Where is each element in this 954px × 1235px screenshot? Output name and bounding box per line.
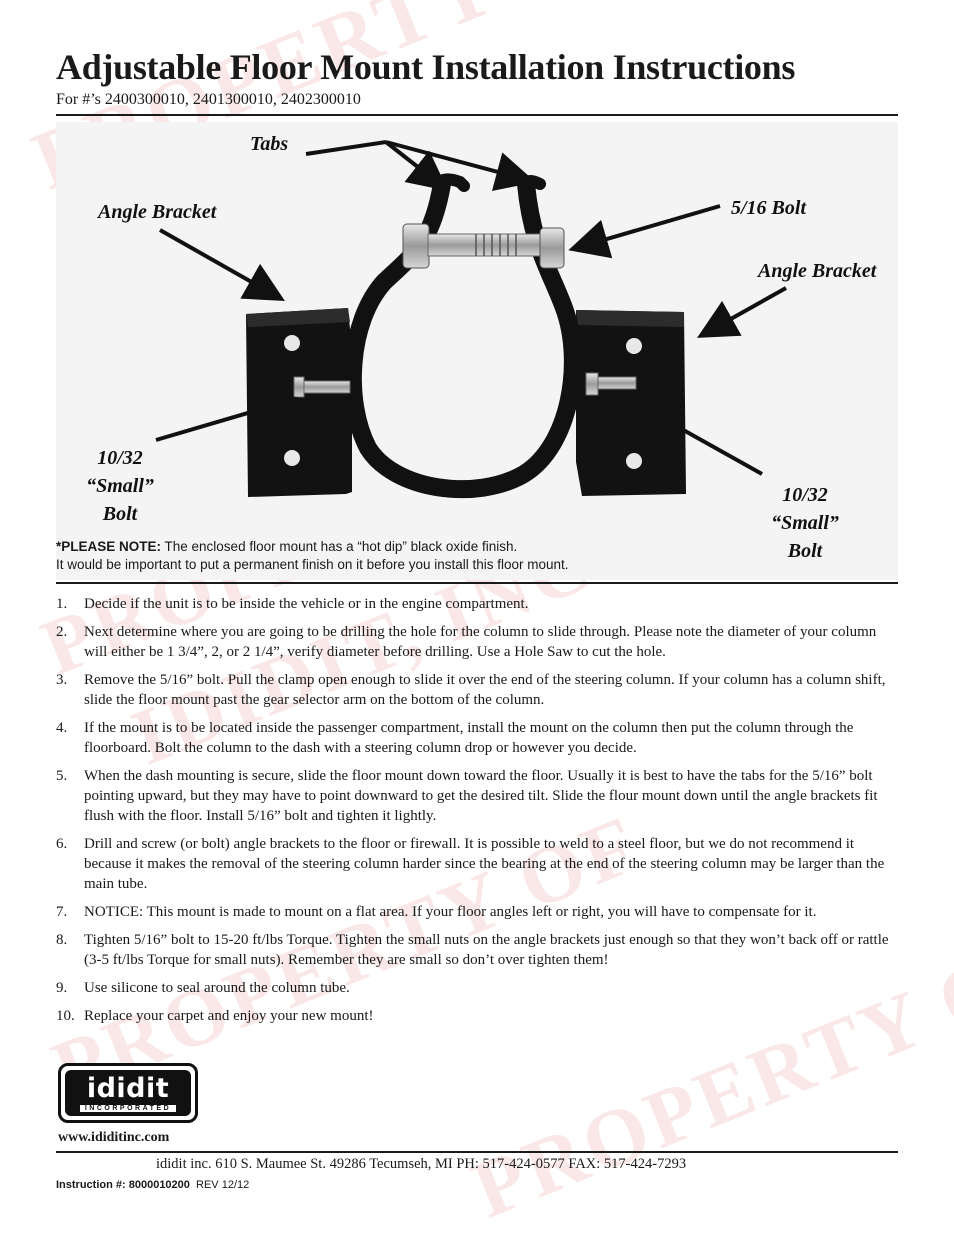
step-number: 3. — [56, 672, 68, 688]
step-number: 8. — [56, 932, 68, 948]
photo-background — [56, 122, 898, 580]
instruction-number: Instruction #: 8000010200 REV 12/12 — [56, 1179, 249, 1191]
revision: REV 12/12 — [196, 1179, 250, 1191]
floor-mount-photo — [56, 122, 898, 580]
step-number: 5. — [56, 768, 68, 784]
section-rule — [56, 582, 898, 584]
label-small-bolt-right-line2: “Small” — [771, 512, 839, 534]
step-number: 2. — [56, 624, 68, 640]
step-number: 7. — [56, 904, 68, 920]
step-item: 1. Decide if the unit is to be inside the… — [56, 594, 898, 614]
label-small-bolt-left-line3: Bolt — [102, 503, 138, 525]
website-link[interactable]: www.ididitinc.com — [58, 1130, 170, 1145]
note-line2: It would be important to put a permanent… — [56, 557, 569, 572]
step-text: Drill and screw (or bolt) angle brackets… — [84, 836, 885, 892]
instruction-steps: 1. Decide if the unit is to be inside the… — [56, 594, 898, 1034]
note-line1: The enclosed floor mount has a “hot dip”… — [161, 539, 518, 554]
footer-rule — [56, 1151, 898, 1153]
small-bolt-right — [585, 372, 637, 396]
label-bolt-5-16: 5/16 Bolt — [731, 197, 807, 219]
step-text: Decide if the unit is to be inside the v… — [84, 596, 529, 612]
label-small-bolt-left-line1: 10/32 — [97, 447, 143, 469]
step-text: When the dash mounting is secure, slide … — [84, 768, 878, 824]
step-number: 9. — [56, 980, 68, 996]
small-bolt-left — [293, 376, 351, 398]
company-address: ididit inc. 610 S. Maumee St. 49286 Tecu… — [156, 1156, 687, 1172]
header-rule — [56, 114, 898, 116]
step-number: 6. — [56, 836, 68, 852]
label-tabs: Tabs — [250, 133, 289, 155]
step-item: 4. If the mount is to be located inside t… — [56, 718, 898, 758]
step-item: 6. Drill and screw (or bolt) angle bracke… — [56, 834, 898, 894]
step-text: Use silicone to seal around the column t… — [84, 980, 350, 996]
label-angle-bracket-left: Angle Bracket — [98, 201, 217, 223]
bolt-5-16 — [402, 223, 565, 269]
step-text: NOTICE: This mount is made to mount on a… — [84, 904, 817, 920]
step-text: If the mount is to be located inside the… — [84, 720, 854, 756]
step-item: 3. Remove the 5/16” bolt. Pull the clamp … — [56, 670, 898, 710]
label-small-bolt-right-line1: 10/32 — [782, 484, 828, 506]
step-number: 1. — [56, 596, 68, 612]
step-item: 9. Use silicone to seal around the column… — [56, 978, 898, 998]
label-small-bolt-left-line2: “Small” — [86, 475, 154, 497]
step-text: Replace your carpet and enjoy your new m… — [84, 1008, 374, 1024]
page-title: Adjustable Floor Mount Installation Inst… — [56, 47, 796, 87]
instruction-label: Instruction #: 8000010200 — [56, 1179, 190, 1191]
step-item: 7. NOTICE: This mount is made to mount on… — [56, 902, 898, 922]
step-text: Remove the 5/16” bolt. Pull the clamp op… — [84, 672, 886, 708]
ididit-logo: ididit INCORPORATED — [58, 1063, 198, 1123]
logo-incorporated: INCORPORATED — [79, 1104, 177, 1112]
note-label: *PLEASE NOTE: — [56, 539, 162, 554]
step-item: 8. Tighten 5/16” bolt to 15-20 ft/lbs Tor… — [56, 930, 898, 970]
label-small-bolt-right: 10/32 “Small” Bolt — [762, 481, 848, 565]
step-text: Next determine where you are going to be… — [84, 624, 877, 660]
finish-note: *PLEASE NOTE: The enclosed floor mount h… — [56, 538, 569, 574]
label-small-bolt-left: 10/32 “Small” Bolt — [78, 444, 162, 528]
left-angle-bracket — [246, 308, 352, 497]
part-numbers: For #’s 2400300010, 2401300010, 24023000… — [56, 91, 361, 108]
step-number: 10. — [56, 1008, 75, 1024]
callout-arrows — [155, 140, 787, 476]
right-angle-bracket — [576, 310, 686, 496]
step-item: 5. When the dash mounting is secure, slid… — [56, 766, 898, 826]
step-item: 10. Replace your carpet and enjoy your ne… — [56, 1006, 898, 1026]
label-angle-bracket-right: Angle Bracket — [758, 260, 877, 282]
step-item: 2. Next determine where you are going to … — [56, 622, 898, 662]
logo-wordmark: ididit — [86, 1072, 170, 1104]
step-text: Tighten 5/16” bolt to 15-20 ft/lbs Torqu… — [84, 932, 889, 968]
step-number: 4. — [56, 720, 68, 736]
label-small-bolt-right-line3: Bolt — [787, 540, 823, 562]
